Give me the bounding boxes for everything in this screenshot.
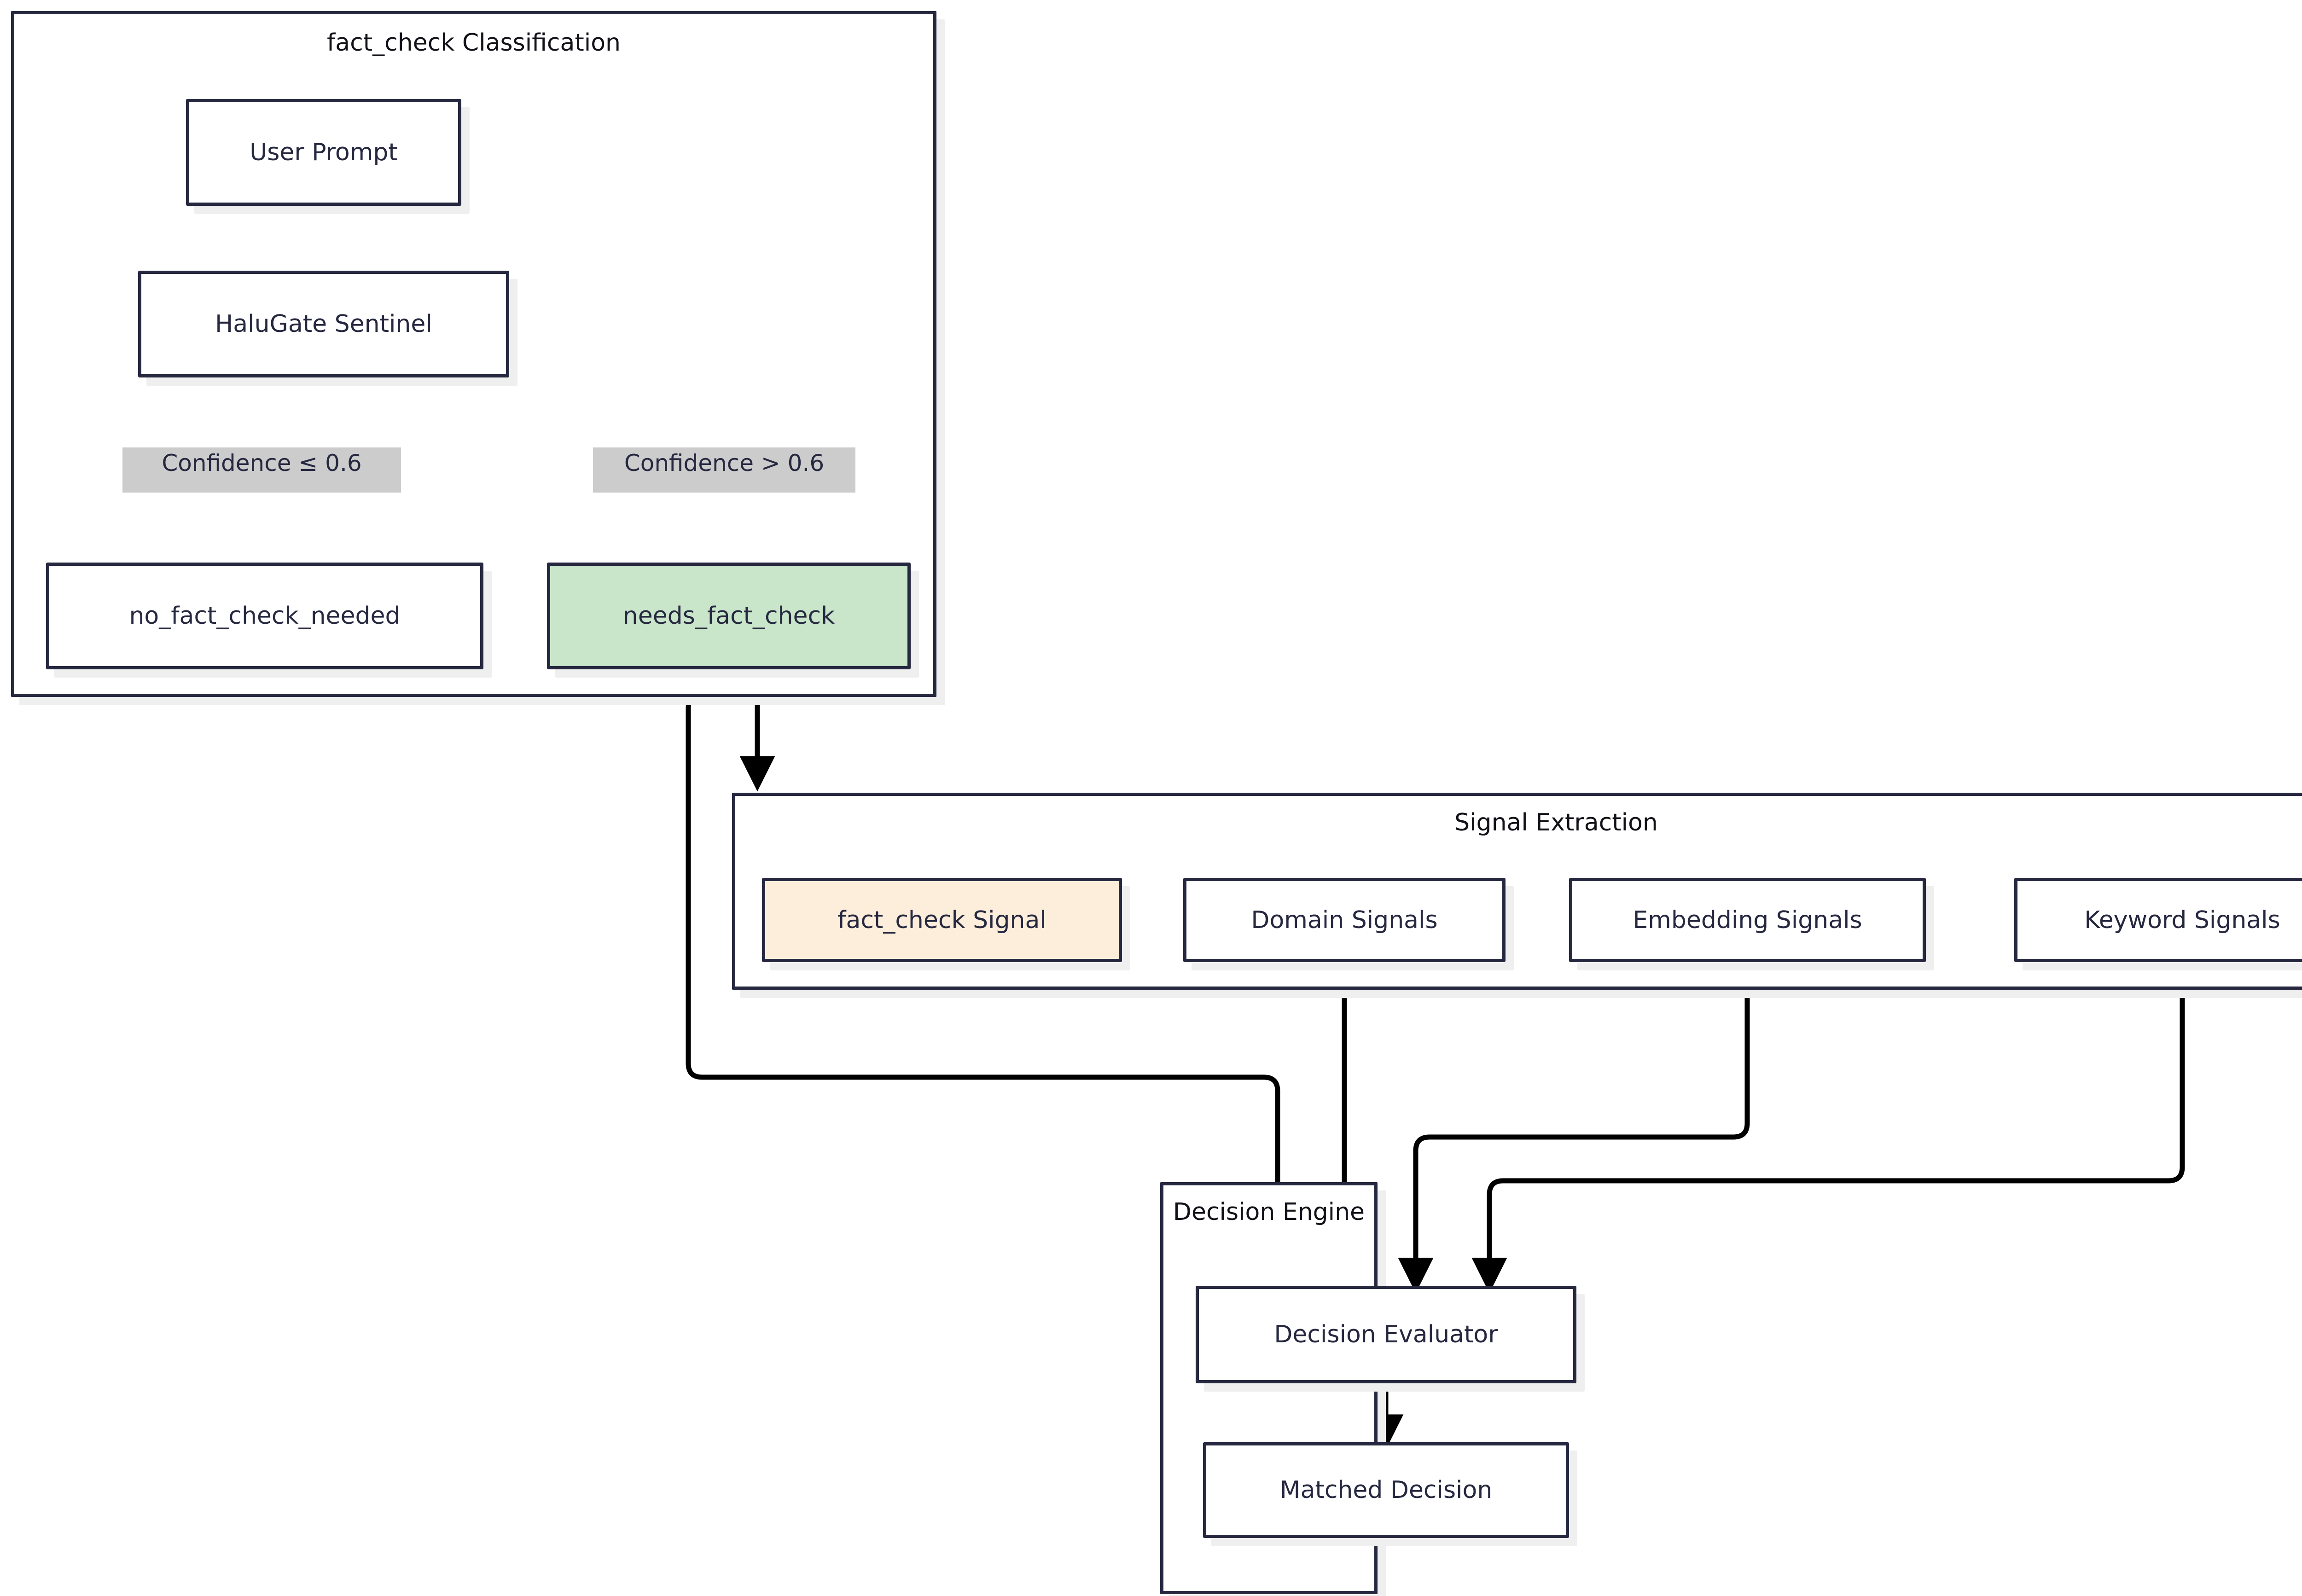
node-label-keyword-signals: Keyword Signals [2084,906,2280,934]
node-label-fact-check-signal: fact_check Signal [837,906,1046,934]
node-label-no-fact-check-needed: no_fact_check_needed [129,602,401,630]
node-user-prompt[interactable]: User Prompt [186,99,461,206]
node-label-embedding-signals: Embedding Signals [1633,906,1862,934]
node-decision-evaluator[interactable]: Decision Evaluator [1196,1286,1576,1383]
edge-label-confidence-low: Confidence ≤ 0.6 [122,447,401,493]
node-label-domain-signals: Domain Signals [1251,906,1438,934]
edge-keyword-signals-to-decision-evaluator [1471,962,2185,1294]
node-label-matched-decision: Matched Decision [1279,1476,1493,1504]
node-keyword-signals[interactable]: Keyword Signals [2014,878,2302,962]
node-embedding-signals[interactable]: Embedding Signals [1569,878,1926,962]
node-needs-fact-check[interactable]: needs_fact_check [547,563,911,669]
node-no-fact-check-needed[interactable]: no_fact_check_needed [46,563,483,669]
edge-embedding-signals-to-decision-evaluator [1398,962,1750,1294]
edge-label-confidence-high: Confidence > 0.6 [593,447,855,493]
node-label-user-prompt: User Prompt [250,139,398,166]
node-domain-signals[interactable]: Domain Signals [1183,878,1506,962]
node-label-halugate-sentinel: HaluGate Sentinel [215,310,432,338]
cluster-title-fact-check-classification: fact_check Classification [327,29,621,57]
node-halugate-sentinel[interactable]: HaluGate Sentinel [138,271,509,377]
node-label-needs-fact-check: needs_fact_check [622,602,835,630]
cluster-title-signal-extraction: Signal Extraction [1454,809,1658,836]
cluster-title-decision-engine: Decision Engine [1173,1198,1365,1226]
node-label-decision-evaluator: Decision Evaluator [1274,1321,1498,1348]
node-fact-check-signal[interactable]: fact_check Signal [762,878,1122,962]
node-matched-decision[interactable]: Matched Decision [1203,1442,1569,1538]
